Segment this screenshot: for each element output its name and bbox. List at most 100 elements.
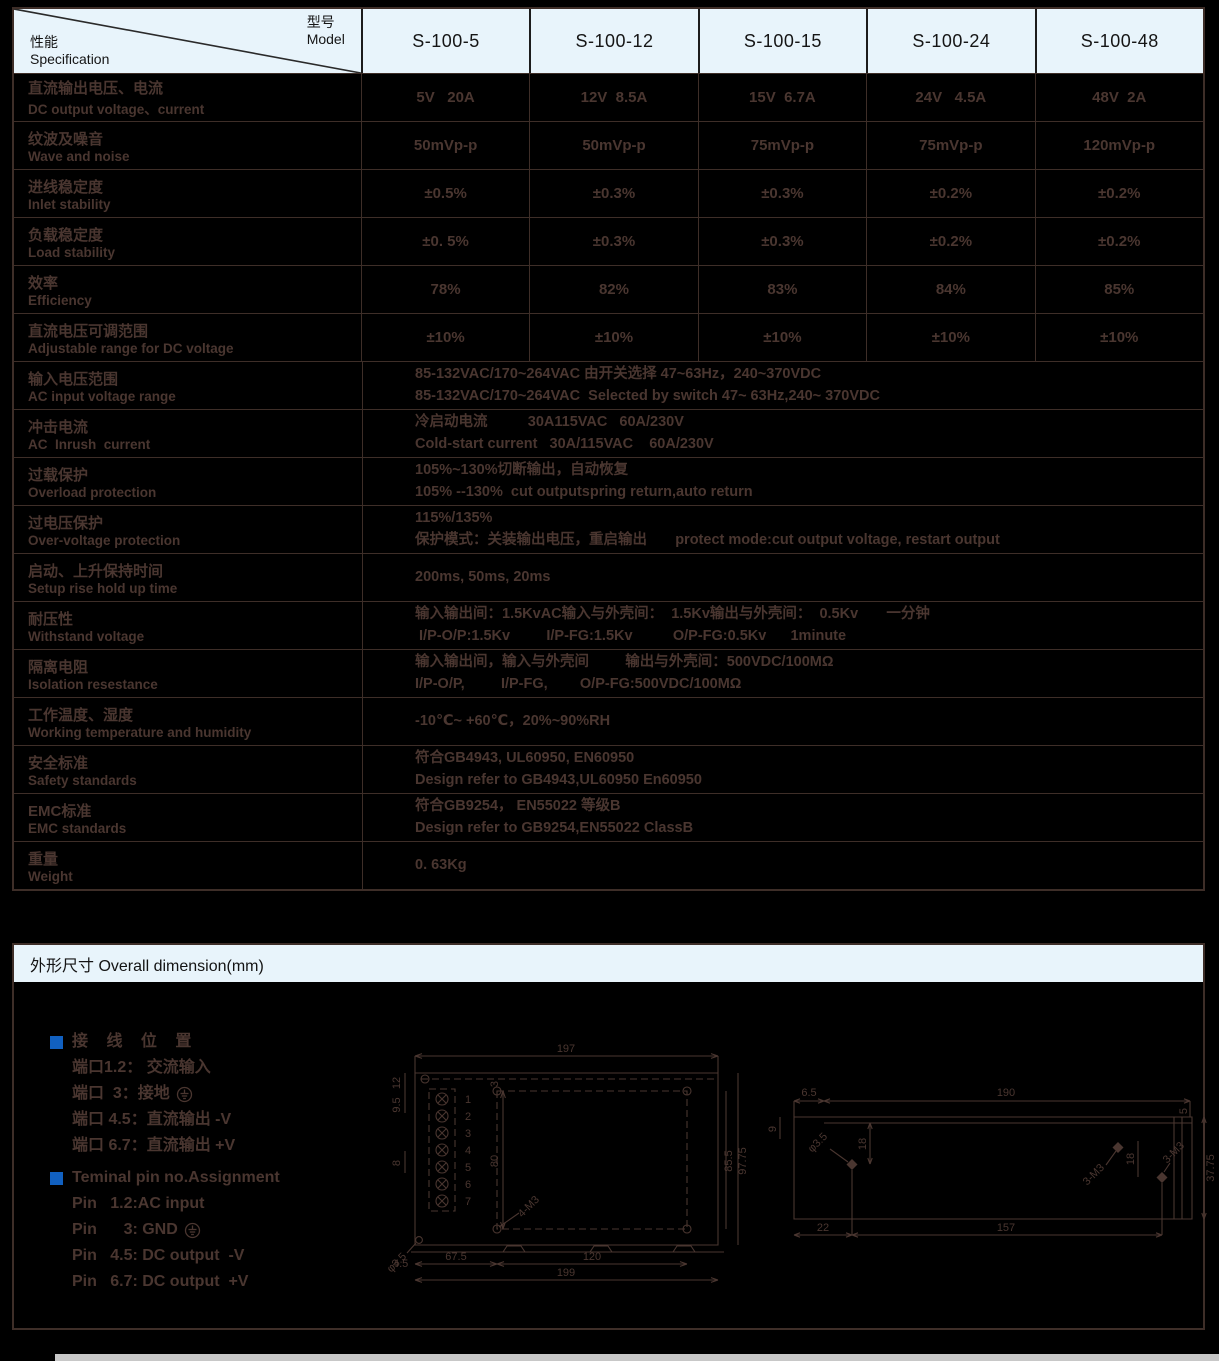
wiring-line: 端口1.2： 交流输入 [72, 1059, 211, 1076]
value-cell: 83% [697, 266, 866, 313]
ground-icon [176, 1086, 192, 1102]
dim-label: 4.5 [393, 1258, 408, 1270]
value-cell: 78% [360, 266, 529, 313]
value-cell: 15V 6.7A [697, 74, 866, 121]
dim-label: 18 [1125, 1153, 1137, 1165]
pin-number: 5 [465, 1162, 471, 1174]
terminal-line: Pin 4.5: DC output -V [72, 1247, 245, 1264]
wiring-notes: 接 线 位 置 端口1.2： 交流输入 端口 3：接地 端口 4.5：直流输出 … [50, 1029, 280, 1295]
spec-table: 型号 Model 性能 Specification S-100-5 S-100-… [12, 7, 1205, 891]
span-value-cell: -10℃~ +60℃，20%~90%RH [362, 698, 1203, 745]
model-header-s-100-5: S-100-5 [360, 9, 529, 73]
terminal-line: Pin 1.2:AC input [72, 1195, 205, 1212]
dimension-title: 外形尺寸 Overall dimension(mm) [30, 957, 264, 975]
dim-label: 85.5 [723, 1150, 735, 1171]
pin-number: 1 [465, 1094, 471, 1106]
ground-icon [184, 1222, 200, 1238]
dim-label: 4-M3 [516, 1194, 542, 1220]
dim-label: 9.5 [391, 1097, 403, 1112]
bullet-square-icon [50, 1171, 63, 1185]
dim-label: 199 [557, 1267, 575, 1279]
dim-label: 3 [489, 1081, 501, 1087]
value-cell: ±0.2% [866, 218, 1034, 265]
corner-spec-en: Specification [30, 51, 110, 67]
value-cell: ±0.3% [697, 218, 866, 265]
model-header-s-100-24: S-100-24 [866, 9, 1034, 73]
value-cell: 85% [1034, 266, 1203, 313]
front-view-drawing: 197 1 2 3 4 5 [385, 1043, 749, 1288]
value-cell: 48V 2A [1034, 74, 1203, 121]
model-header-s-100-15: S-100-15 [697, 9, 866, 73]
value-cell: ±0.5% [360, 170, 529, 217]
value-cell: 82% [529, 266, 697, 313]
dim-label: 190 [997, 1087, 1015, 1099]
dim-label: φ3.5 [806, 1131, 830, 1155]
value-cell: 5V 20A [360, 74, 529, 121]
span-value-cell: 200ms, 50ms, 20ms [362, 554, 1203, 601]
value-cell: ±10% [697, 314, 866, 361]
dim-label: 5 [1178, 1108, 1190, 1114]
dim-label: 3-M3 [1081, 1162, 1107, 1188]
pin-number: 6 [465, 1179, 471, 1191]
spec-table-header: 型号 Model 性能 Specification S-100-5 S-100-… [14, 9, 1203, 73]
dim-label: 157 [997, 1222, 1015, 1234]
corner-model-en: Model [306, 31, 345, 47]
pin-number: 7 [465, 1196, 471, 1208]
value-cell: ±0.3% [697, 170, 866, 217]
dim-label: 12 [391, 1077, 403, 1089]
dim-label: 18 [857, 1138, 869, 1150]
terminal-line: Pin 6.7: DC output +V [72, 1273, 249, 1290]
value-cell: ±0.3% [529, 170, 697, 217]
span-value-cell: 0. 63Kg [362, 842, 1203, 889]
value-cell: 75mVp-p [866, 122, 1034, 169]
wiring-line: 端口 6.7：直流输出 +V [72, 1137, 236, 1154]
dim-label: 6.5 [801, 1087, 816, 1099]
dim-label: 197 [557, 1043, 575, 1055]
span-value-cell: 输入输出间：1.5KvAC输入与外壳间： 1.5Kv输出与外壳间： 0.5Kv … [362, 602, 1203, 649]
value-cell: 120mVp-p [1034, 122, 1203, 169]
value-cell: ±0.3% [529, 218, 697, 265]
terminal-line: Pin 3: GND [50, 1217, 280, 1243]
span-value-cell: 85-132VAC/170~264VAC 由开关选择 47~63Hz，240~3… [362, 362, 1203, 409]
value-cell: ±10% [1034, 314, 1203, 361]
dim-label: 8 [391, 1160, 403, 1166]
dim-label: 120 [583, 1251, 601, 1263]
corner-spec-zh: 性能 [30, 34, 58, 50]
bottom-edge-bar [55, 1354, 1219, 1361]
dim-label: 97.75 [737, 1147, 749, 1175]
pin-number: 3 [465, 1128, 471, 1140]
value-cell: ±0.2% [1034, 170, 1203, 217]
side-view-drawing: 6.5 190 9 φ3.5 18 3-M3 3-M3 18 5 [767, 1087, 1217, 1260]
